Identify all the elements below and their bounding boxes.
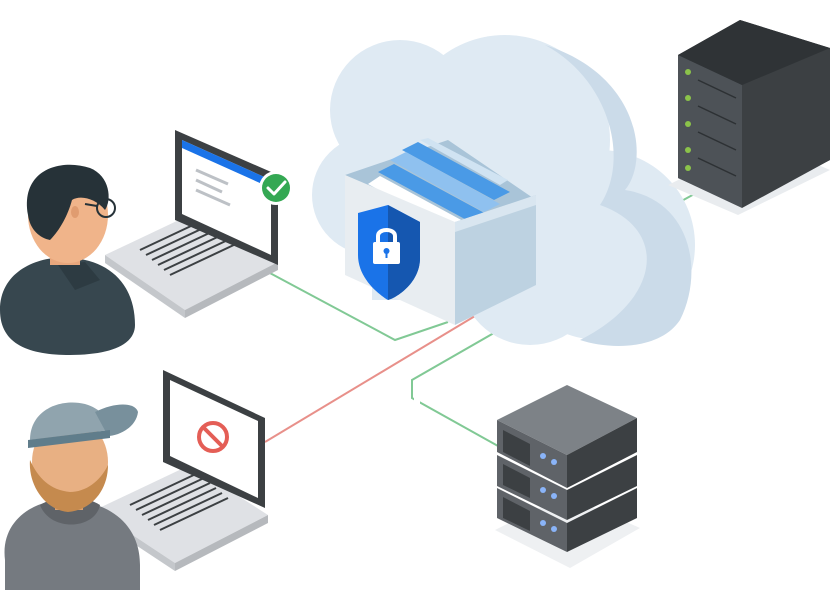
check-icon [259, 171, 293, 205]
block-icon [197, 421, 229, 453]
server-stack-icon [495, 385, 640, 568]
rack-server-icon [668, 20, 830, 215]
authorized-laptop-icon [105, 130, 278, 318]
keyboard [129, 472, 229, 531]
drawer-side [455, 195, 536, 325]
blocked-user-link [264, 297, 506, 443]
server-unit-3 [497, 488, 637, 552]
authorized-user-icon [0, 164, 135, 355]
server-unit-2 [497, 455, 637, 520]
rack-led-lights [685, 69, 691, 171]
shield-lock-icon [358, 205, 420, 300]
lock-icon [373, 228, 400, 264]
rack-slots [697, 79, 737, 177]
blocked-user-icon [4, 402, 140, 590]
glasses-icon [84, 198, 116, 218]
authorized-user-link [267, 271, 449, 342]
screen-form-lines [195, 168, 231, 207]
cloud-shading [545, 45, 692, 346]
server-unit-1 [497, 385, 637, 488]
